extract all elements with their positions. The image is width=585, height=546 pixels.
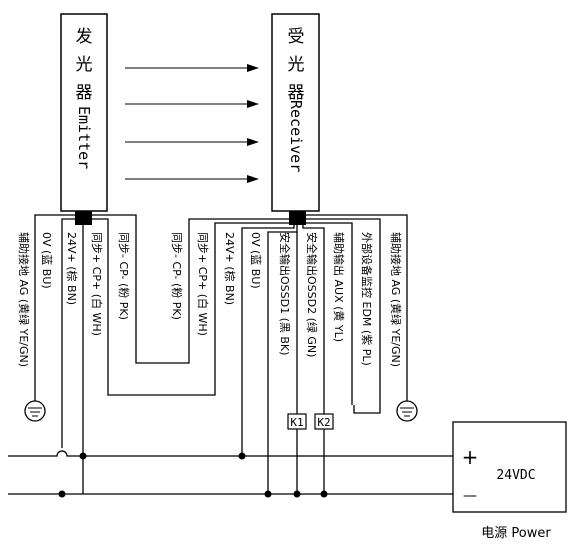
power-caption: 电源 Power [481,526,551,541]
receiver-title: 受 光 器 Receiver [287,27,305,172]
relay-k1: K1 [287,413,307,494]
receiver-title-char-2: 光 [288,55,305,75]
power-supply: + — 24VDC 电源 Power [452,421,567,541]
power-bus [8,450,453,498]
receiver-wire-label: 同步- CP- (粉 PK) [170,232,183,320]
emitter-wire-label: 24V+ (棕 BN) [65,232,79,305]
emitter-title-char-3: 器 [76,83,93,103]
receiver-wire-label: 外部设备监控 EDM (紫 PL) [360,232,374,366]
emitter-wire-label: 同步- CP- (粉 PK) [117,232,130,320]
emitter-title-en: Emitter [75,106,93,169]
receiver-connector [289,211,306,225]
emitter-title: 发 光 器 Emitter [75,27,93,169]
emitter-wire-label: 辅助接地 AG (黄绿 YE/GN) [17,232,31,367]
relay-k2-label: K2 [317,416,330,429]
emitter-wire-labels: 辅助接地 AG (黄绿 YE/GN) 0V (蓝 BU) 24V+ (棕 BN)… [17,232,130,367]
light-beams [125,64,259,183]
receiver-wire-label: 辅助输出 AUX (黄 YL) [332,232,346,342]
emitter-wire-label: 0V (蓝 BU) [40,232,53,289]
emitter-connector [75,211,92,225]
receiver-wire-label: 安全输出OSSD2 (绿 GN) [305,232,319,357]
relay-k2: K2 [314,413,334,494]
receiver-title-char-1: 受 [288,27,305,47]
emitter-title-char-1: 发 [76,27,93,47]
receiver-wire-labels: 同步- CP- (粉 PK) 同步+ CP+ (白 WH) 24V+ (棕 BN… [170,232,403,367]
receiver-title-char-3: 器 [288,83,305,103]
emitter-wire-label: 同步+ CP+ (白 WH) [90,232,104,336]
positive-bus [8,450,453,457]
receiver-wire-label: 0V (蓝 BU) [249,232,262,289]
power-plus-sign: + [462,445,479,469]
emitter-title-char-2: 光 [76,55,93,75]
ground-symbol-left [24,392,46,422]
receiver-wire-label: 24V+ (棕 BN) [223,232,237,305]
emitter-box [60,13,108,212]
receiver-cable [214,214,408,494]
receiver-box [271,13,320,212]
receiver-title-en: Receiver [287,100,305,172]
relay-k1-label: K1 [290,416,303,429]
ground-symbol-right [396,392,418,422]
power-minus-sign: — [463,488,477,504]
receiver-wire-label: 辅助接地 AG (黄绿 YE/GN) [389,232,403,367]
emitter-cable [34,214,289,494]
receiver-wire-label: 安全输出OSSD1 (黑 BK) [278,232,292,355]
power-voltage: 24VDC [496,468,535,483]
receiver-wire-label: 同步+ CP+ (白 WH) [196,232,210,336]
